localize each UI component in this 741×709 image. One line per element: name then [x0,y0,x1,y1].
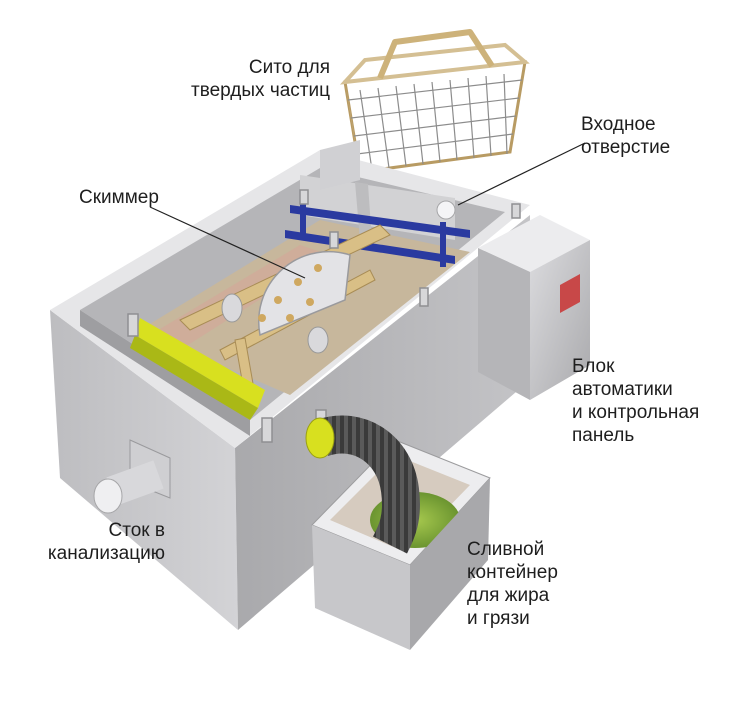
separator-tank [50,140,530,630]
label-control-line-3: и контрольная [572,402,700,423]
label-control-line-4: панель [572,425,635,446]
label-skimmer: Скиммер [79,186,159,209]
label-control-unit: Блок автоматики и контрольная панель [572,355,699,447]
label-container-line-2: контейнер [467,562,558,583]
drain-hose [305,415,420,554]
label-control-line-2: автоматики [572,379,673,400]
outlet-pipe [93,439,171,514]
label-drain: Сток в канализацию [20,519,165,565]
label-skimmer-line-1: Скиммер [79,187,159,208]
label-container: Сливной контейнер для жира и грязи [467,538,558,630]
label-inlet: Входное отверстие [581,113,670,159]
label-container-line-3: для жира [467,585,550,606]
skimmer-disc [257,250,351,337]
label-sieve-line-1: Сито для [248,57,330,78]
label-drain-line-1: Сток в [108,520,165,541]
label-sieve: Сито для твердых частиц [170,56,330,102]
label-container-line-4: и грязи [467,608,530,629]
label-inlet-line-1: Входное [581,114,656,135]
label-drain-line-2: канализацию [47,543,165,564]
inlet-hole [436,200,456,220]
sieve-basket [339,29,530,200]
leader-lines [149,142,586,279]
control-box [478,215,590,400]
label-control-line-1: Блок [572,356,615,377]
label-inlet-line-2: отверстие [581,137,671,158]
label-sieve-line-2: твердых частиц [191,80,330,101]
label-container-line-1: Сливной [467,539,545,560]
